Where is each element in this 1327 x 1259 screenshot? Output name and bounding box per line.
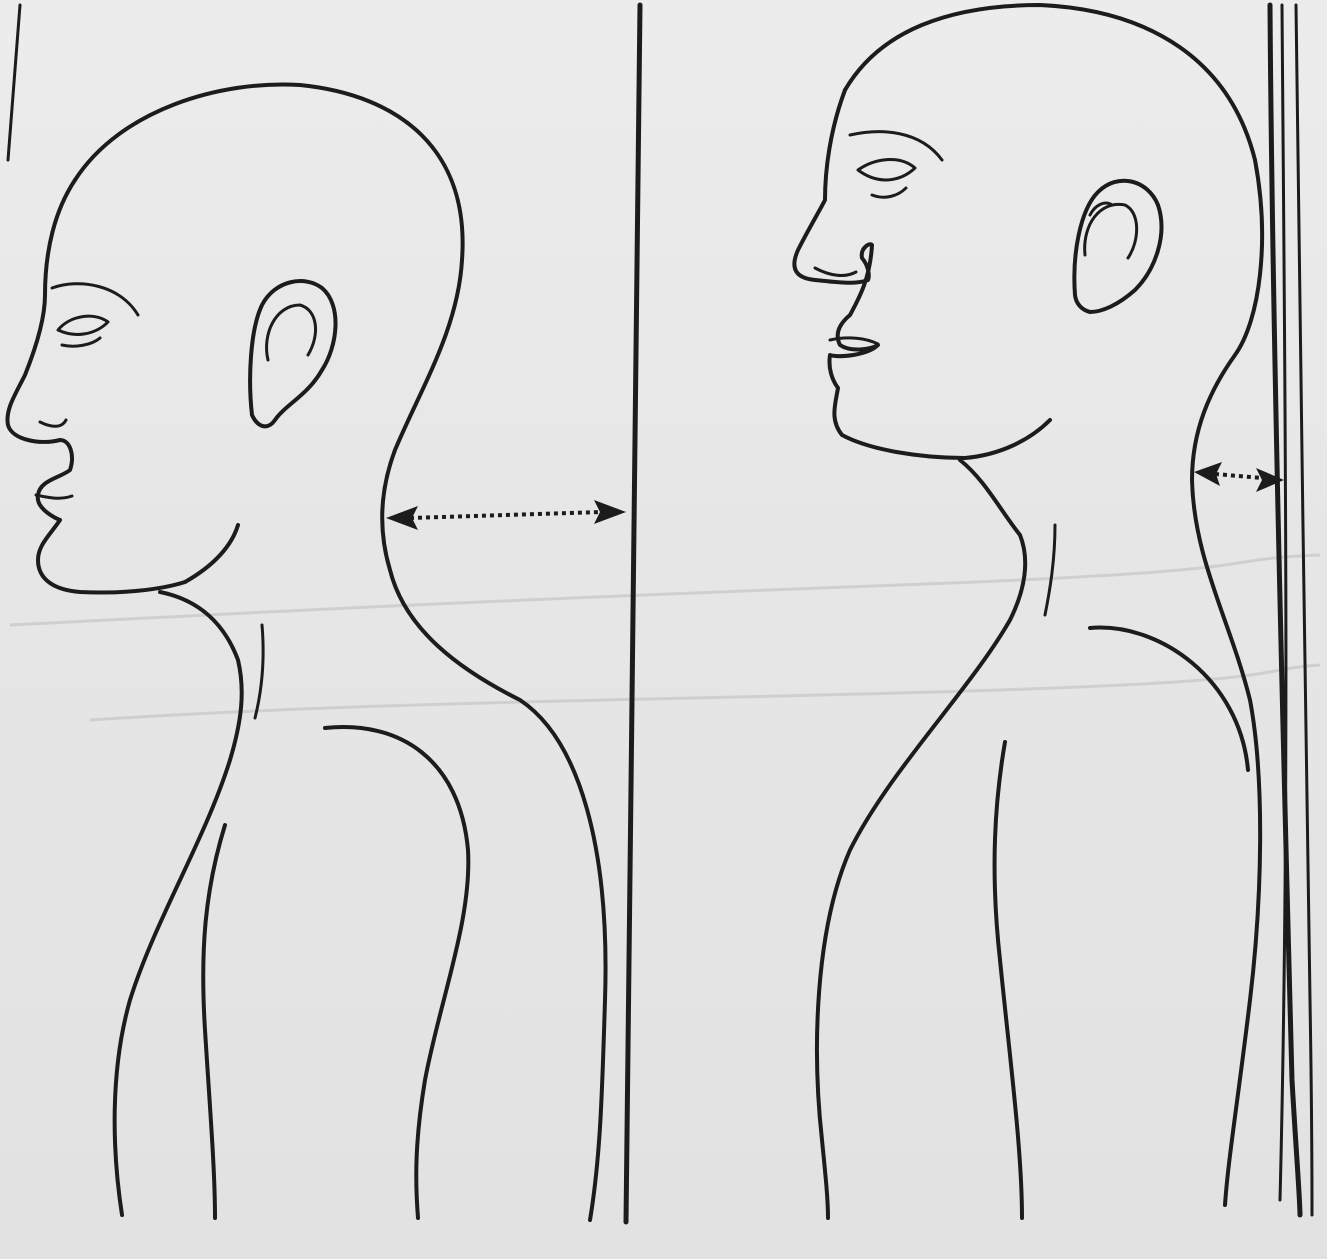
left-neck-tendon <box>255 625 263 718</box>
right-wall-line-outer <box>1296 5 1312 1215</box>
forward-head-figure <box>7 84 626 1220</box>
left-mouth-line <box>36 495 72 498</box>
left-edge-line <box>8 5 20 160</box>
left-shoulder <box>325 727 468 1218</box>
left-face-profile <box>7 180 185 593</box>
right-brow <box>850 132 942 160</box>
left-ear <box>250 281 335 426</box>
right-nostril <box>815 268 856 275</box>
left-distance-arrow-line <box>410 512 600 518</box>
right-ear <box>1074 181 1161 312</box>
paper-show-through <box>10 555 1320 720</box>
left-nostril <box>40 420 66 426</box>
left-arrow-head-wall <box>594 500 626 524</box>
left-brow <box>52 284 138 315</box>
left-eye <box>58 316 108 334</box>
aligned-head-figure <box>794 5 1284 1218</box>
right-shoulder <box>1090 628 1248 770</box>
left-chest-line <box>203 825 225 1218</box>
right-eye-lower-lid <box>872 188 906 197</box>
left-skull-back-outline <box>75 84 606 1220</box>
right-skull-back-outline <box>845 5 1262 1205</box>
right-eye <box>858 160 915 180</box>
left-ear-inner <box>267 305 316 360</box>
left-eye-lower-lid <box>62 338 100 346</box>
left-throat-line <box>115 592 242 1215</box>
left-jaw-line <box>185 525 238 582</box>
left-wall-line <box>626 5 640 1222</box>
right-distance-arrow-line <box>1215 474 1262 478</box>
right-chest-line <box>995 742 1022 1218</box>
right-neck-tendon <box>1045 525 1055 615</box>
